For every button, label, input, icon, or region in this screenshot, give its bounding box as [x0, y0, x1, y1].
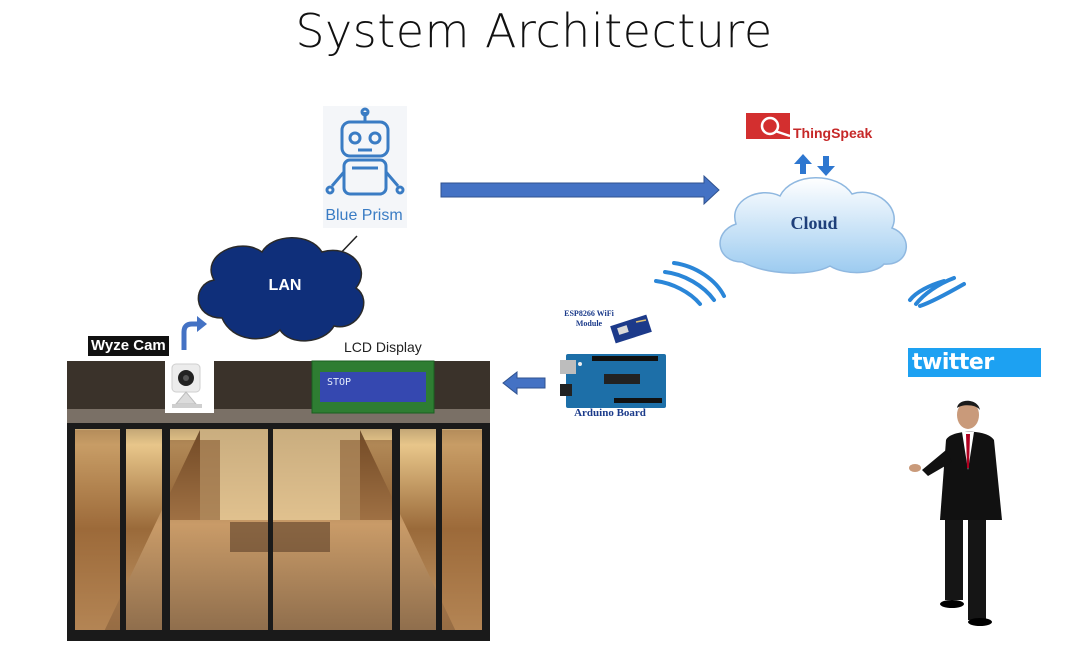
arduino-board — [560, 354, 666, 408]
esp-module-label: ESP8266 WiFi Module — [564, 309, 614, 328]
lcd-display-label: LCD Display — [344, 339, 422, 355]
thingspeak-label: ThingSpeak — [793, 125, 873, 141]
lan-cloud-icon — [197, 237, 365, 342]
lcd-screen-text: STOP — [327, 377, 352, 388]
arrow-to-lcd — [502, 370, 546, 396]
businessman-figure — [909, 400, 1002, 626]
wyze-cam-label: Wyze Cam — [88, 336, 169, 356]
arduino-label: Arduino Board — [574, 407, 646, 419]
thingspeak-logo — [746, 113, 791, 139]
cloud-icon — [719, 177, 908, 274]
robot-icon — [323, 106, 407, 228]
arrow-to-lan — [181, 321, 198, 350]
wifi-signal-icon — [654, 261, 726, 306]
blue-prism-label: Blue Prism — [325, 207, 403, 224]
lcd-display — [311, 360, 435, 414]
arrow-to-cloud — [440, 174, 720, 206]
wifi-signal-icon — [908, 276, 966, 308]
page-title: System Architecture — [295, 4, 773, 58]
cloud-label: Cloud — [790, 213, 838, 233]
esp8266-module — [610, 314, 652, 344]
lan-label: LAN — [268, 277, 302, 294]
twitter-logo: twitter — [908, 348, 1041, 377]
sync-arrows-icon — [794, 154, 835, 176]
camera-icon — [165, 361, 214, 413]
